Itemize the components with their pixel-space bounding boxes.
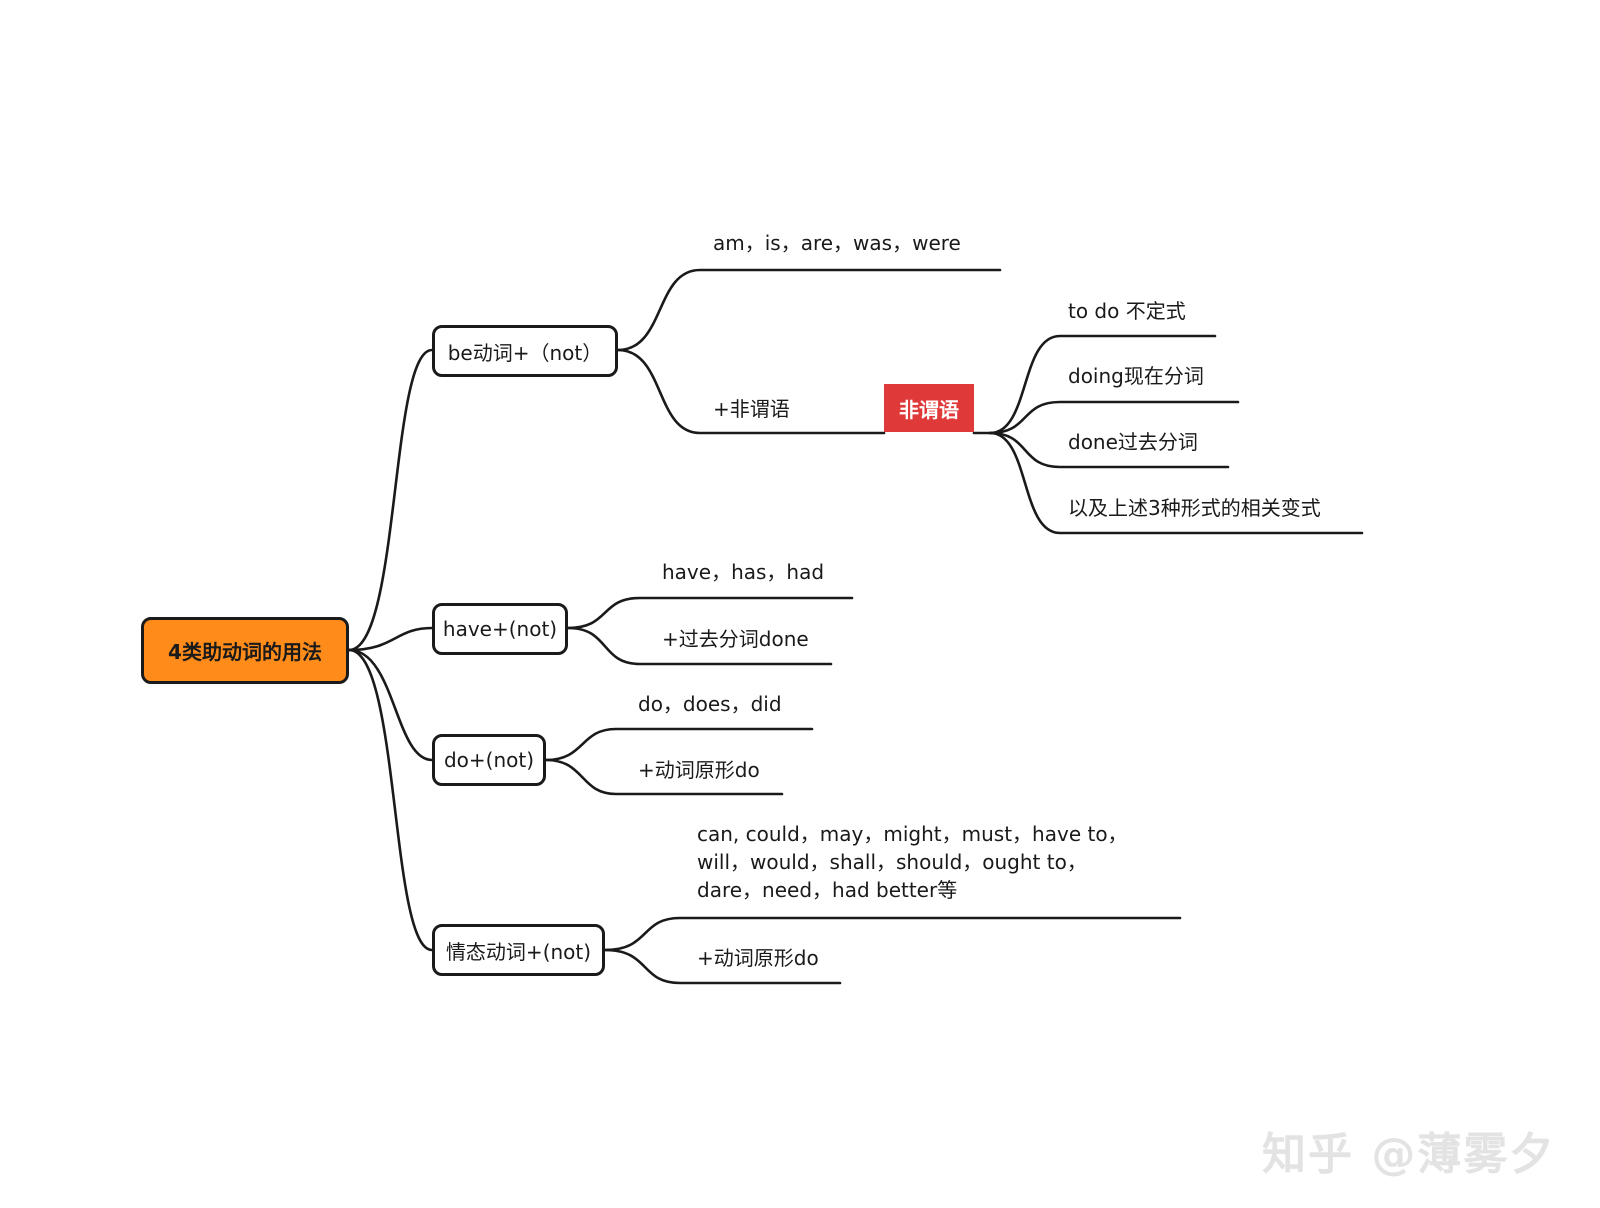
leaf-do-base[interactable]: +动词原形do <box>638 758 760 782</box>
connector-nonfinite-doing <box>988 400 1240 435</box>
leaf-modal-forms[interactable]: can, could，may，might，must，have to， will，… <box>697 822 1128 902</box>
connector-modal-base <box>603 948 842 985</box>
connector-do-base <box>544 758 784 796</box>
connector-root-have <box>347 626 434 652</box>
watermark-logo: 知乎 @薄雾夕 <box>1262 1129 1556 1180</box>
connector-root-be <box>347 348 434 652</box>
connector-be-forms <box>616 268 1002 352</box>
branch-be-verb[interactable]: be动词+（not） <box>432 325 618 377</box>
root-topic[interactable]: 4类助动词的用法 <box>141 617 349 684</box>
branch-modal[interactable]: 情态动词+(not) <box>432 924 605 976</box>
connector-root-do <box>347 648 434 762</box>
leaf-have-forms[interactable]: have，has，had <box>662 560 825 584</box>
leaf-to-do[interactable]: to do 不定式 <box>1068 299 1186 323</box>
connector-nonfinite-todo <box>988 334 1217 435</box>
leaf-be-nonfinite[interactable]: +非谓语 <box>713 397 790 421</box>
leaf-variants[interactable]: 以及上述3种形式的相关变式 <box>1068 496 1321 520</box>
branch-do[interactable]: do+(not) <box>432 734 546 786</box>
nonfinite-tag[interactable]: 非谓语 <box>884 384 974 432</box>
leaf-done[interactable]: done过去分词 <box>1068 430 1198 454</box>
connector-be-nonfinite <box>616 348 886 435</box>
leaf-modal-base[interactable]: +动词原形do <box>697 946 819 970</box>
connector-nonfinite-variants <box>988 431 1364 535</box>
leaf-do-forms[interactable]: do，does，did <box>638 692 782 716</box>
connector-do-forms <box>544 727 814 762</box>
branch-have[interactable]: have+(not) <box>432 603 568 655</box>
leaf-doing[interactable]: doing现在分词 <box>1068 364 1204 388</box>
connector-root-modal <box>347 648 434 952</box>
leaf-have-pp[interactable]: +过去分词done <box>662 627 809 651</box>
connector-nonfinite-done <box>988 431 1230 469</box>
connector-modal-forms <box>603 916 1182 952</box>
leaf-be-forms[interactable]: am，is，are，was，were <box>713 231 961 255</box>
connector-have-pp <box>566 626 833 666</box>
connector-have-forms <box>566 596 854 630</box>
